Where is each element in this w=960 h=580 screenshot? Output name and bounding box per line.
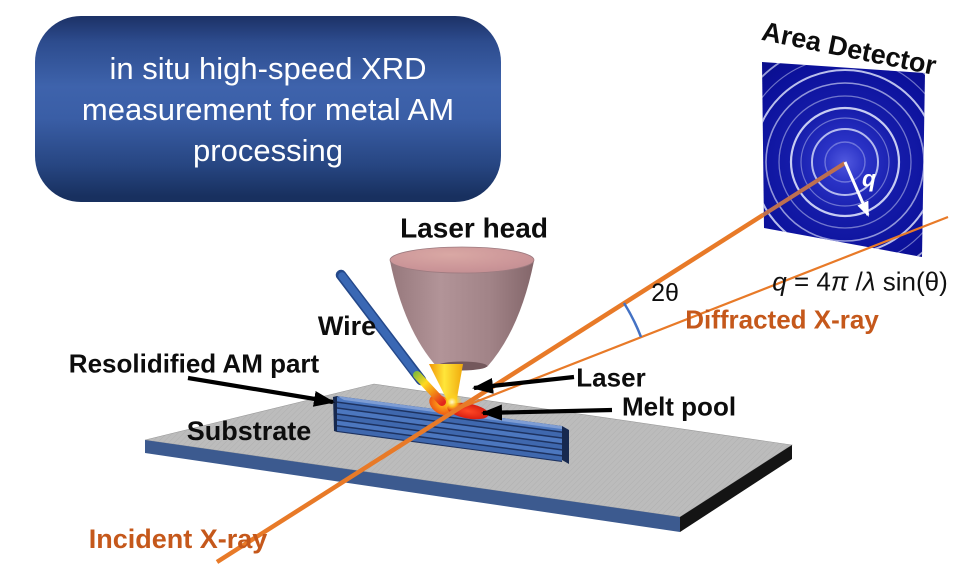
melt-pool-label: Melt pool: [621, 391, 737, 422]
diffracted-xray-line: [454, 215, 949, 412]
am-part-layer: [337, 420, 562, 455]
laser-arrow: [472, 374, 575, 394]
laser-label: Laser: [576, 362, 646, 393]
two-theta-label: 2θ: [651, 278, 679, 307]
formula-pi: π: [830, 266, 849, 297]
laser-head-cone-body: [390, 261, 534, 367]
substrate-front-face: [145, 440, 680, 532]
am-part-layer: [337, 402, 562, 438]
title-line-3: processing: [193, 132, 343, 168]
formula-slash: /: [848, 266, 863, 297]
diffracted-xray-label: Diffracted X-ray: [685, 304, 879, 335]
substrate-slab: [144, 383, 793, 532]
formula-eq: = 4: [786, 266, 831, 297]
q-arrow: [843, 161, 870, 217]
two-theta-arc: [622, 302, 643, 338]
direct-beam-over-detector: [761, 161, 847, 217]
am-part-end-cap-right: [562, 426, 569, 464]
laser-head-label: Laser head: [400, 212, 548, 244]
resolidified-am-part-label: Resolidified AM part: [68, 348, 320, 379]
laser-head-cone: [389, 246, 535, 371]
wire-glow: [413, 371, 446, 406]
q-formula-label: q = 4π /λ sin(θ): [772, 268, 947, 295]
am-part-layer: [337, 414, 562, 450]
substrate-side-face: [680, 445, 792, 532]
substrate-label: Substrate: [186, 415, 312, 446]
title-line-1: in situ high-speed XRD: [109, 50, 427, 86]
formula-sin: sin(θ): [875, 266, 948, 297]
melt-pool-arrow: [481, 404, 613, 421]
wire-label: Wire: [317, 310, 377, 341]
am-part-layer: [337, 408, 562, 444]
title-box: in situ high-speed XRD measurement for m…: [35, 16, 501, 202]
title-text: in situ high-speed XRD measurement for m…: [82, 48, 454, 171]
incident-xray-label: Incident X-ray: [88, 523, 268, 554]
formula-lambda: λ: [862, 266, 876, 297]
am-part-layer: [337, 426, 562, 461]
laser-head-cone-top: [389, 246, 535, 274]
q-vector-label: q: [861, 165, 877, 192]
resolidified-arrow: [187, 375, 335, 407]
title-line-2: measurement for metal AM: [81, 91, 455, 127]
formula-q: q: [772, 266, 787, 297]
wire-rod: [335, 269, 446, 406]
